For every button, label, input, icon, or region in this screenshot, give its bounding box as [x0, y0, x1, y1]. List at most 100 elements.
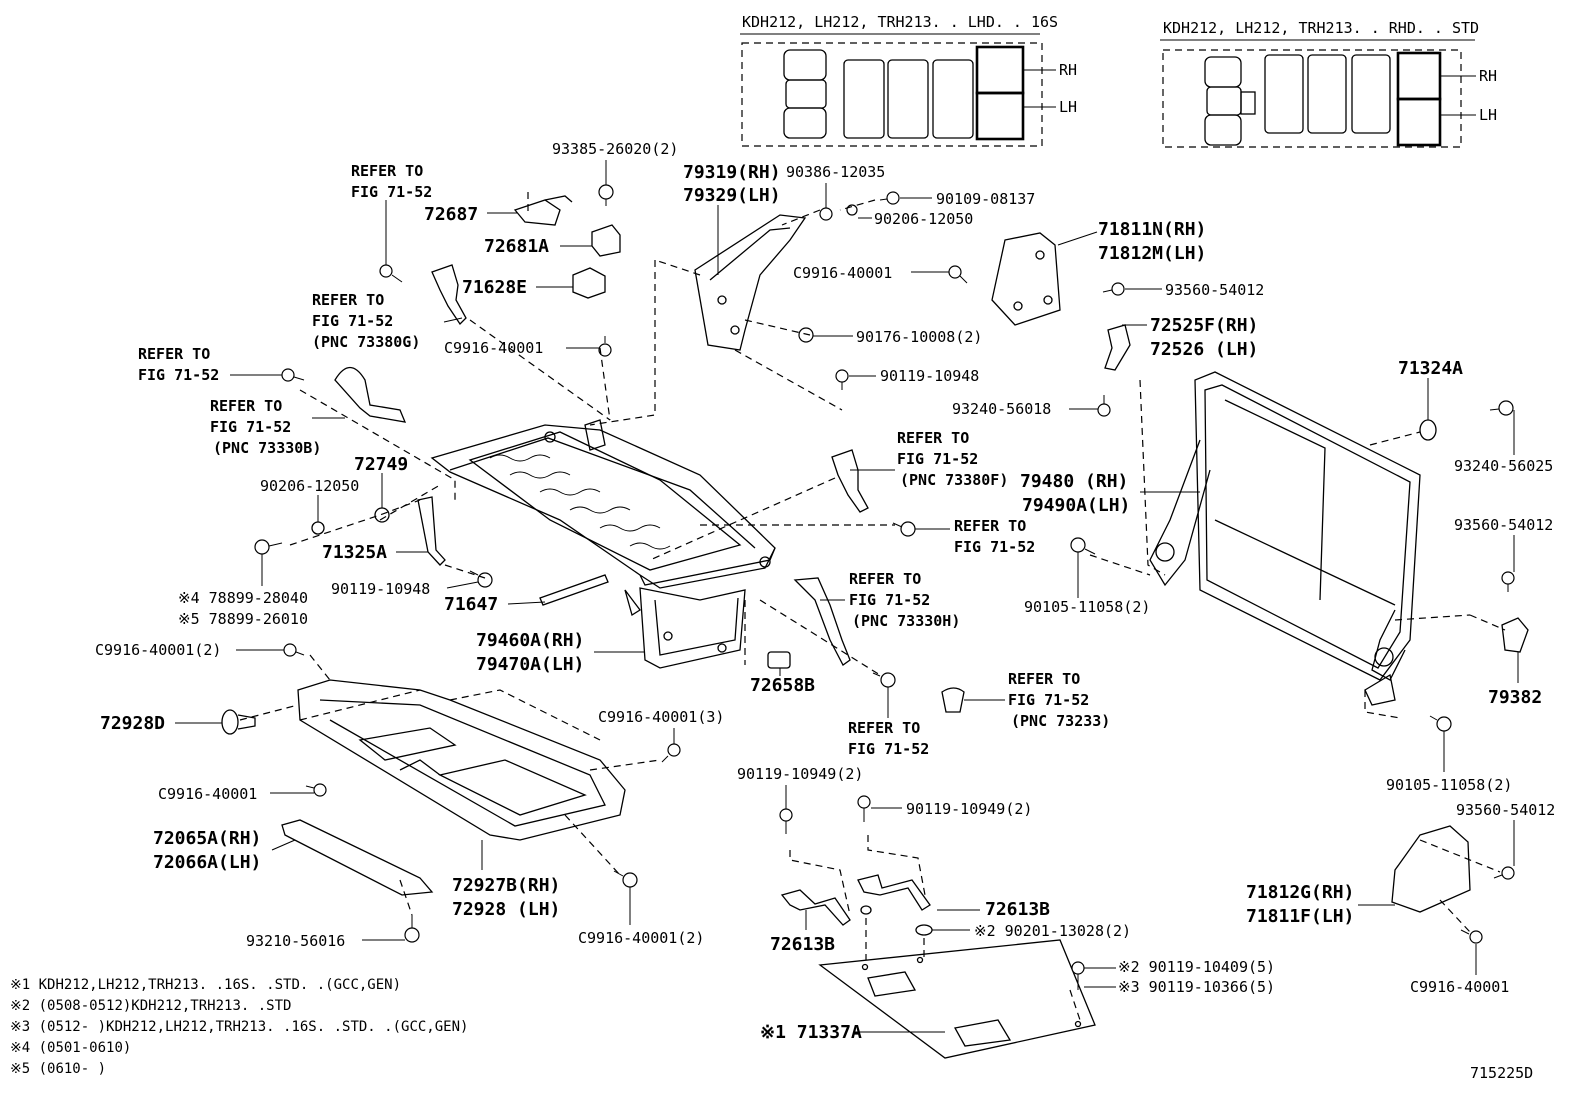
label-90105b: 90105-11058(2)	[1386, 776, 1512, 794]
label-72065a: 72065A(RH)	[153, 828, 261, 849]
label-90201: ※2 90201-13028(2)	[974, 922, 1131, 940]
washer-90201	[915, 924, 933, 936]
label-72658b: 72658B	[750, 675, 815, 696]
cover-71628e	[572, 267, 606, 299]
label-ref4c: (PNC 73330B)	[213, 439, 321, 457]
label-ref7b: FIG 71-52	[849, 591, 930, 609]
label-ref5a: REFER TO	[897, 429, 969, 447]
label-93240a: 93240-56018	[952, 400, 1051, 418]
bracket-72613b-left	[780, 889, 851, 926]
label-ref2a: REFER TO	[312, 291, 384, 309]
leader-lines	[175, 160, 1519, 1033]
label-ref4a: REFER TO	[210, 397, 282, 415]
label-c9916f: C9916-40001(2)	[578, 929, 704, 947]
label-71811n: 71811N(RH)	[1098, 219, 1206, 240]
label-79470a: 79470A(LH)	[476, 654, 584, 675]
label-ref5b: FIG 71-52	[897, 450, 978, 468]
label-71337a: ※1 71337A	[760, 1022, 862, 1043]
label-72928d: 72928D	[100, 713, 165, 734]
label-ref9b: FIG 71-52	[848, 740, 929, 758]
stay-72065a	[281, 819, 434, 896]
label-90119d: 90119-10949(2)	[906, 800, 1032, 818]
label-90386: 90386-12035	[786, 163, 885, 181]
label-78899a: ※4 78899-28040	[178, 589, 308, 607]
label-71324a: 71324A	[1398, 358, 1463, 379]
label-90119c: 90119-10949(2)	[737, 765, 863, 783]
footnotes: ※1 KDH212,LH212,TRH213. .16S. .STD. .(GC…	[10, 977, 468, 1077]
label-93560c: 93560-54012	[1456, 801, 1555, 819]
label-72613b-left: 72613B	[770, 934, 835, 955]
label-ref9a: REFER TO	[848, 719, 920, 737]
label-90119b: 90119-10948	[331, 580, 430, 598]
label-c9916c: C9916-40001(2)	[95, 641, 221, 659]
belt-buckle-71628e-area	[334, 264, 869, 666]
footnote-2: ※2 (0508-0512)KDH212,TRH213. .STD	[10, 998, 291, 1014]
label-c9916d: C9916-40001(3)	[598, 708, 724, 726]
diagram-code: 715225D	[1470, 1064, 1533, 1082]
inset-lhd-title: KDH212, LH212, TRH213. . LHD. . 16S	[742, 13, 1058, 31]
label-90119e: ※2 90119-10409(5)	[1118, 958, 1275, 976]
label-90109: 90109-08137	[936, 190, 1035, 208]
label-c9916a: C9916-40001	[793, 264, 892, 282]
seatback-frame-79480	[1149, 371, 1421, 706]
label-ref8c: (PNC 73233)	[1011, 712, 1110, 730]
label-93210: 93210-56016	[246, 932, 345, 950]
plate-71337a	[818, 939, 1096, 1059]
label-93560b: 93560-54012	[1454, 516, 1553, 534]
label-71811f: 71811F(LH)	[1246, 906, 1354, 927]
label-90176: 90176-10008(2)	[856, 328, 982, 346]
hook-72687	[513, 195, 573, 226]
label-72066a: 72066A(LH)	[153, 852, 261, 873]
washer-small	[860, 905, 872, 915]
label-ref2c: (PNC 73380G)	[312, 333, 420, 351]
label-79480: 79480 (RH)	[1020, 471, 1128, 492]
callout-labels: 93385-26020(2) 79319(RH) 79329(LH) 90386…	[95, 140, 1555, 1043]
label-ref4b: FIG 71-52	[210, 418, 291, 436]
label-72525f: 72525F(RH)	[1150, 315, 1258, 336]
lever-72525f	[1104, 324, 1131, 371]
label-79490a: 79490A(LH)	[1022, 495, 1130, 516]
label-72927b: 72927B(RH)	[452, 875, 560, 896]
label-c9916b: C9916-40001	[444, 339, 543, 357]
label-71812g: 71812G(RH)	[1246, 882, 1354, 903]
label-93240b: 93240-56025	[1454, 457, 1553, 475]
label-ref6a: REFER TO	[954, 517, 1026, 535]
label-ref1a: REFER TO	[351, 162, 423, 180]
washer-90206b	[311, 521, 325, 535]
label-79382: 79382	[1488, 687, 1542, 708]
inset-rhd-title: KDH212, LH212, TRH213. . RHD. . STD	[1163, 19, 1479, 37]
label-79319: 79319(RH)	[683, 162, 781, 183]
label-ref3a: REFER TO	[138, 345, 210, 363]
label-ref6b: FIG 71-52	[954, 538, 1035, 556]
label-72687: 72687	[424, 204, 478, 225]
assembly-lines	[239, 192, 1506, 1021]
label-ref7a: REFER TO	[849, 570, 921, 588]
bracket-72613b-right	[857, 874, 931, 911]
footnote-1: ※1 KDH212,LH212,TRH213. .16S. .STD. .(GC…	[10, 977, 401, 993]
label-72681a: 72681A	[484, 236, 549, 257]
label-c9916g: C9916-40001	[1410, 978, 1509, 996]
label-79460a: 79460A(RH)	[476, 630, 584, 651]
label-71628e: 71628E	[462, 277, 527, 298]
label-72749: 72749	[354, 454, 408, 475]
lower-cover-72927b	[297, 679, 626, 841]
inset-lhd-rh: RH	[1059, 61, 1077, 79]
label-71812m: 71812M(LH)	[1098, 243, 1206, 264]
label-ref5c: (PNC 73380F)	[900, 471, 1008, 489]
leg-bracket-79460a	[624, 587, 746, 669]
label-ref7c: (PNC 73330H)	[852, 612, 960, 630]
label-78899b: ※5 78899-26010	[178, 610, 308, 628]
label-79329: 79329(LH)	[683, 185, 781, 206]
label-93385: 93385-26020(2)	[552, 140, 678, 158]
label-ref8a: REFER TO	[1008, 670, 1080, 688]
label-c9916e: C9916-40001	[158, 785, 257, 803]
cap-71324a	[1419, 419, 1437, 441]
label-ref8b: FIG 71-52	[1008, 691, 1089, 709]
label-90206a: 90206-12050	[874, 210, 973, 228]
inset-lhd-lh: LH	[1059, 98, 1077, 116]
seat-cushion-frame	[430, 419, 776, 589]
label-90119a: 90119-10948	[880, 367, 979, 385]
cap-72681a	[591, 224, 621, 257]
cover-71812g	[1391, 825, 1471, 913]
fasteners	[254, 184, 1515, 990]
